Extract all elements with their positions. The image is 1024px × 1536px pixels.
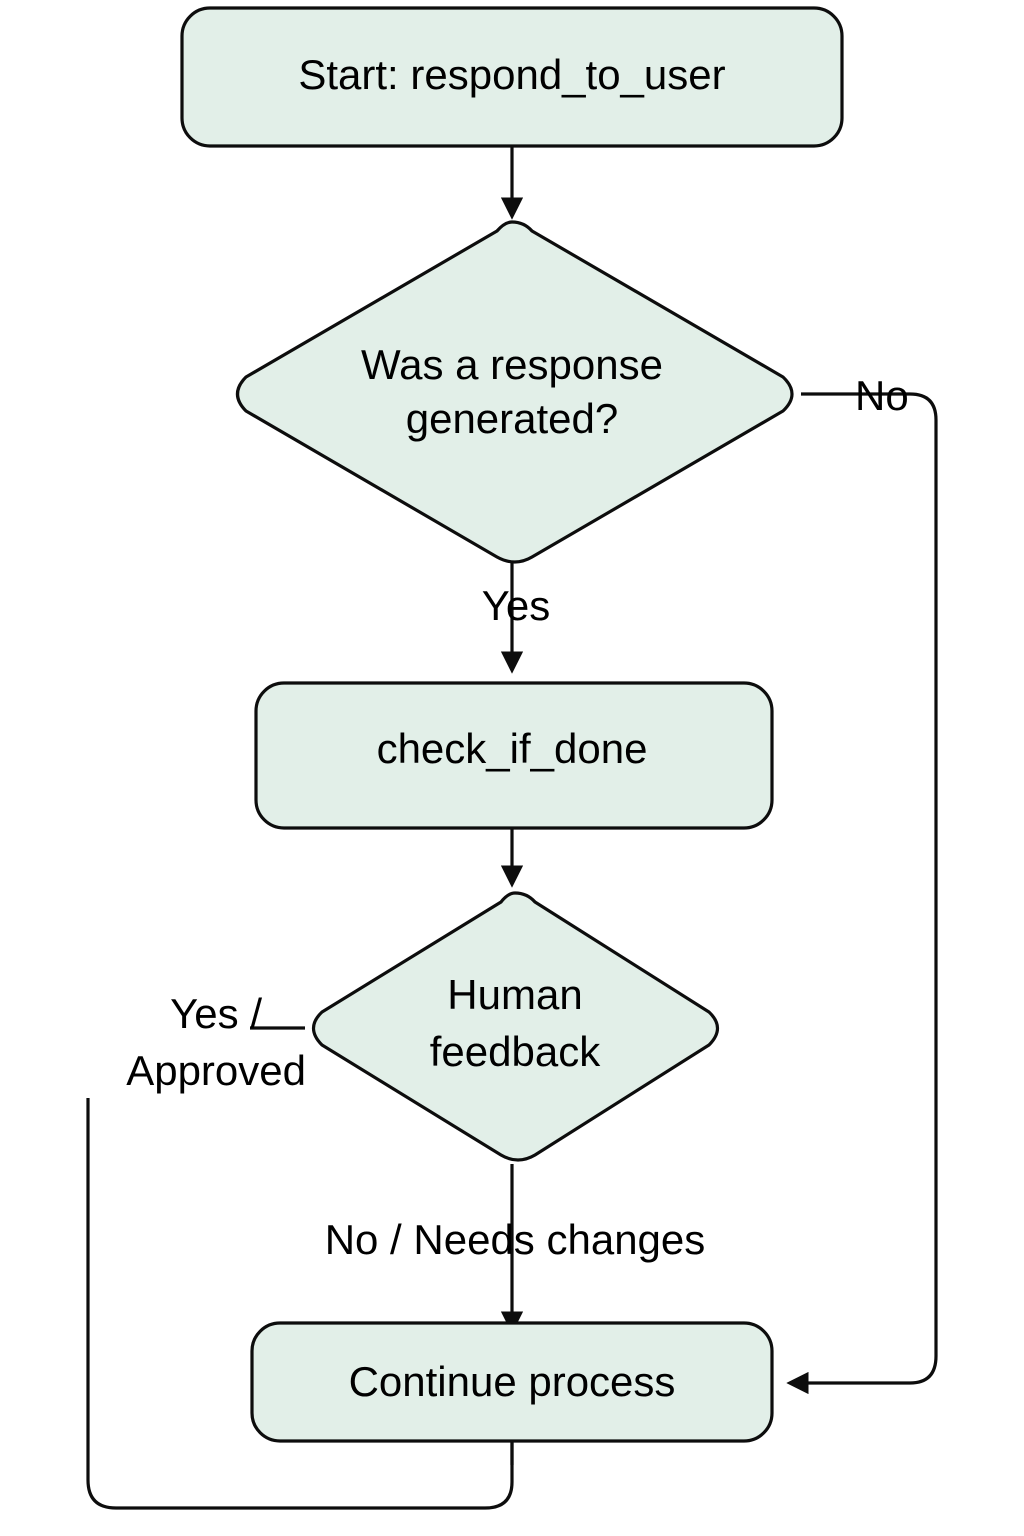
node-was-response-generated-label-line2: generated? xyxy=(406,395,619,442)
edge-decision-no-to-continue xyxy=(786,392,938,1395)
node-start[interactable]: Start: respond_to_user xyxy=(180,6,844,148)
node-check-if-done[interactable]: check_if_done xyxy=(254,681,774,830)
node-check-if-done-label: check_if_done xyxy=(377,725,648,772)
edge-label-yes-approved-line2: Approved xyxy=(126,1047,306,1094)
node-was-response-generated-label-line1: Was a response xyxy=(361,341,663,388)
edge-label-yes-approved-line1: Yes / xyxy=(170,990,262,1037)
node-start-label: Start: respond_to_user xyxy=(298,51,725,98)
node-continue-process[interactable]: Continue process xyxy=(250,1321,774,1443)
node-human-feedback[interactable]: Human feedback xyxy=(311,891,720,1162)
node-start-shape xyxy=(180,6,844,148)
node-was-response-generated[interactable]: Was a response generated? xyxy=(235,220,794,564)
node-continue-process-shape xyxy=(250,1321,774,1443)
edge-label-no: No xyxy=(855,372,909,419)
node-human-feedback-shape xyxy=(311,891,720,1162)
edge-label-yes: Yes xyxy=(482,582,551,629)
node-human-feedback-label-line2: feedback xyxy=(430,1028,601,1075)
node-check-if-done-shape xyxy=(254,681,774,830)
node-was-response-generated-shape xyxy=(235,220,794,564)
edge-label-no-needs-changes: No / Needs changes xyxy=(325,1216,706,1263)
edge-loop-back-to-start xyxy=(86,1098,514,1510)
node-human-feedback-label-line1: Human xyxy=(447,971,582,1018)
node-continue-process-label: Continue process xyxy=(349,1358,676,1405)
